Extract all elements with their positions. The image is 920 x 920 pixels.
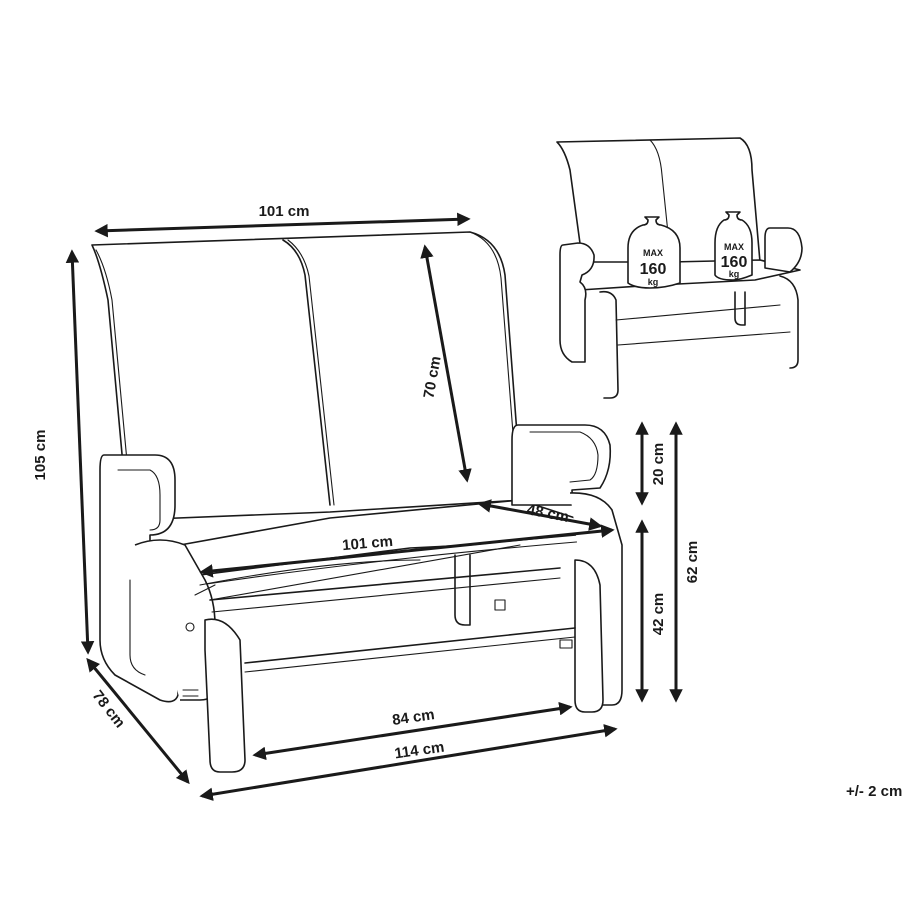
label-seat-width: 101 cm [342,533,394,554]
label-armrest-height: 62 cm [684,541,701,584]
svg-text:160: 160 [721,254,748,271]
svg-text:kg: kg [729,269,740,279]
weight-icon-left: MAX 160 kg [627,216,681,289]
dim-backrest-height-arrow [420,244,472,483]
dim-overall-width-arrow [199,724,618,801]
label-overall-height: 105 cm [32,430,49,481]
svg-text:MAX: MAX [724,242,744,252]
inset-weight-drawing: MAX 160 kg MAX 160 kg [556,137,803,399]
label-armrest-above-seat: 20 cm [650,443,667,486]
svg-text:kg: kg [648,277,659,287]
label-backrest-width: 101 cm [259,203,310,220]
weight-icon-right: MAX 160 kg [714,211,753,281]
dim-seat-depth-arrow [477,499,603,531]
svg-text:160: 160 [640,261,667,278]
label-overall-width: 114 cm [393,739,445,763]
dimension-lines [65,212,683,801]
dim-seat-width-arrow [199,524,615,578]
dim-overall-height-arrow [65,249,95,655]
label-overall-depth: 78 cm [89,687,129,731]
svg-text:MAX: MAX [643,248,663,258]
dim-backrest-width-arrow [94,212,471,238]
label-seat-height: 42 cm [650,593,667,636]
tolerance-note: +/- 2 cm [846,783,903,800]
label-inner-width: 84 cm [391,706,435,729]
dim-overall-depth-arrow [86,657,190,785]
dimension-labels: 101 cm 105 cm 70 cm 101 cm 48 cm 20 cm 4… [32,203,701,762]
bench-drawing [91,231,623,773]
